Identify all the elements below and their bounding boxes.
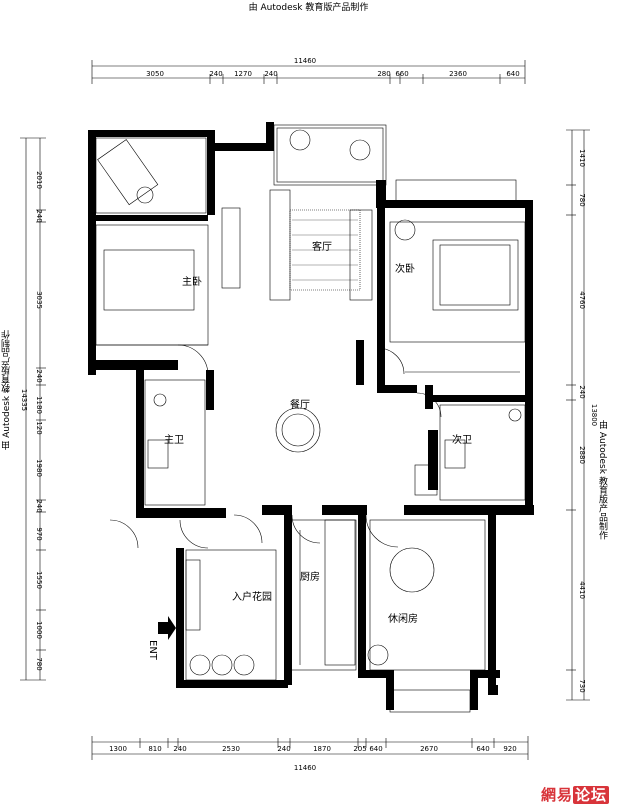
bottom-dim-4: 2530 [222,745,240,753]
left-dim-3: 3035 [35,291,43,309]
left-dim-8: 240 [35,499,43,512]
walls [88,122,534,710]
bottom-dim-10: 640 [476,745,489,753]
forum-logo-part1: 網易 [540,786,573,804]
top-dim-3: 1270 [234,70,252,78]
room-living: 客厅 [312,240,332,253]
left-dim-2: 240 [35,209,43,222]
room-guest-bath: 次卫 [452,433,472,446]
watermark-right: 由 Autodesk 教育版产品制作 [597,420,607,540]
dimension-lines [20,60,590,760]
dimension-labels: 11460 3050 240 1270 240 280 660 2360 640… [20,57,598,772]
left-dim-10: 1550 [35,571,43,589]
room-master-bedroom: 主卧 [182,275,202,288]
bottom-dim-8: 640 [369,745,382,753]
left-dim-4: 240 [35,369,43,382]
bottom-dim-6: 1870 [313,745,331,753]
bottom-dim-7: 205 [353,745,366,753]
top-dim-7: 2360 [449,70,467,78]
right-dim-5: 2880 [578,446,586,464]
fixtures [95,124,526,713]
bottom-dim-5: 240 [277,745,290,753]
right-dim-3: 4760 [578,291,586,309]
bottom-dim-1: 1300 [109,745,127,753]
left-dim-9: 970 [35,527,43,540]
room-study: 休闲房 [388,612,418,625]
room-master-bath: 主卫 [164,434,184,446]
right-total-dim: 13800 [590,404,598,426]
room-labels: 主卧 客厅 次卧 餐厅 主卫 次卫 入户花园 厨房 休闲房 ENT [147,240,472,661]
room-kitchen: 厨房 [300,570,320,583]
top-dim-2: 240 [209,70,222,78]
top-dim-5: 280 [377,70,390,78]
bottom-dim-2: 810 [148,745,161,753]
bottom-dim-11: 920 [503,745,516,753]
room-dining: 餐厅 [290,398,310,411]
entry-label: ENT [147,640,158,661]
top-total-dim: 11460 [294,57,316,65]
left-dim-11: 1000 [35,621,43,639]
left-dim-5: 1180 [35,396,43,414]
forum-logo: 網易论坛 [541,784,609,805]
entry-arrow-icon [158,616,176,640]
top-dim-4: 240 [264,70,277,78]
watermark-top: 由 Autodesk 教育版产品制作 [248,3,369,13]
left-dim-7: 1980 [35,459,43,477]
bottom-dim-9: 2670 [420,745,438,753]
left-dim-12: 780 [35,657,43,670]
top-dim-6: 660 [395,70,408,78]
right-dim-1: 1410 [578,149,586,167]
room-bedroom: 次卧 [395,262,415,275]
left-total-dim: 14335 [20,389,28,411]
top-dim-1: 3050 [146,70,164,78]
right-dim-7: 730 [578,679,586,692]
bottom-dim-3: 240 [173,745,186,753]
bottom-total-dim: 11460 [294,764,316,772]
right-dim-6: 4410 [578,581,586,599]
left-dim-6: 120 [35,421,43,434]
right-dim-2: 780 [578,193,586,206]
room-entry-garden: 入户花园 [232,590,272,603]
right-dim-4: 240 [578,385,586,398]
top-dim-8: 640 [506,70,519,78]
left-dim-1: 2010 [35,171,43,189]
rug-hatch [292,219,358,281]
forum-logo-part2: 论坛 [572,786,609,804]
